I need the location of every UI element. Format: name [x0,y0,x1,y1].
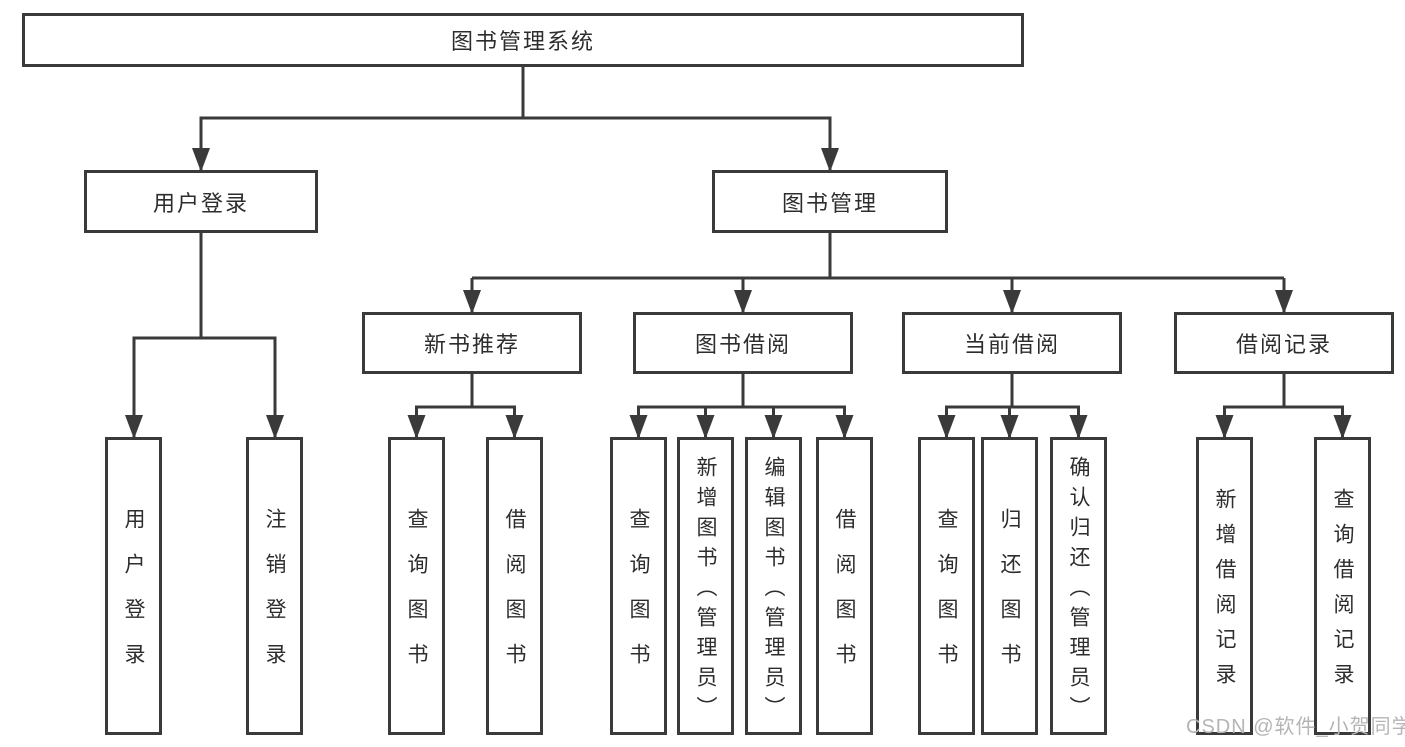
node-return-books: 归还图书 [981,437,1038,735]
arrowhead-icon [1275,290,1293,314]
arrowhead-icon [463,290,481,314]
node-query-books-current: 查询图书 [918,437,975,735]
node-label: 注销登录 [263,508,286,688]
arrowhead-icon [629,415,648,439]
connector-book-borrowing-children [637,374,846,439]
node-new-book-recommendation: 新书推荐 [362,312,582,374]
node-label: 借阅记录 [1235,332,1332,357]
node-label: 编辑图书（管理员） [762,455,785,726]
node-book-management-branch: 图书管理 [712,170,948,233]
arrowhead-icon [1003,290,1021,314]
node-borrow-books: 借阅图书 [816,437,873,735]
node-label: 查询借阅记录 [1331,488,1354,698]
connector-new-book-children [415,374,516,439]
node-edit-books-admin: 编辑图书（管理员） [745,437,802,735]
node-current-borrowing: 当前借阅 [902,312,1122,374]
arrowhead-icon [937,415,956,439]
node-query-books-borrowing: 查询图书 [610,437,667,735]
node-label: 查询图书 [627,508,650,688]
node-query-books-recommend: 查询图书 [388,437,445,735]
arrowhead-icon [835,415,854,439]
node-label: 新增借阅记录 [1213,488,1236,698]
arrowhead-icon [696,415,715,439]
node-book-borrowing: 图书借阅 [633,312,853,374]
connector-user-login-children [132,233,277,439]
arrowhead-icon [734,290,752,314]
node-logout: 注销登录 [246,437,303,735]
node-label: 当前借阅 [963,332,1060,357]
node-borrowing-records: 借阅记录 [1174,312,1394,374]
arrowhead-icon [407,415,426,439]
arrowhead-icon [821,148,839,172]
arrowhead-icon [505,415,524,439]
node-label: 用户登录 [122,508,145,688]
node-label: 借阅图书 [503,508,526,688]
node-add-borrow-record: 新增借阅记录 [1196,437,1253,735]
node-add-books-admin: 新增图书（管理员） [677,437,734,735]
arrowhead-icon [125,415,143,439]
node-label: 新增图书（管理员） [694,455,717,726]
node-label: 查询图书 [405,508,428,688]
node-borrow-books-recommend: 借阅图书 [486,437,543,735]
node-label: 新书推荐 [423,332,520,357]
node-query-borrow-record: 查询借阅记录 [1314,437,1371,735]
arrowhead-icon [1215,415,1234,439]
watermark: CSDN @软件_小贺同学 [1186,716,1405,738]
node-confirm-return-admin: 确认归还（管理员） [1050,437,1107,735]
connector-borrow-records-children [1223,374,1344,439]
arrowhead-icon [1069,415,1088,439]
node-label: 图书借阅 [694,332,791,357]
arrowhead-icon [192,148,210,172]
node-label: 归还图书 [998,508,1021,688]
arrowhead-icon [764,415,783,439]
connector-book-mgmt-children [470,233,1286,314]
node-label: 确认归还（管理员） [1067,455,1090,726]
node-label: 用户登录 [152,190,249,216]
node-user-login: 用户登录 [105,437,162,735]
node-label: 查询图书 [935,508,958,688]
arrowhead-icon [266,415,284,439]
arrowhead-icon [1000,415,1019,439]
arrowhead-icon [1333,415,1352,439]
connector-root-to-level2 [199,67,832,172]
node-label: 图书管理 [781,190,878,216]
node-label: 借阅图书 [833,508,856,688]
node-library-management-system: 图书管理系统 [22,13,1024,67]
node-label: 图书管理系统 [450,29,595,54]
node-user-login-branch: 用户登录 [84,170,318,233]
